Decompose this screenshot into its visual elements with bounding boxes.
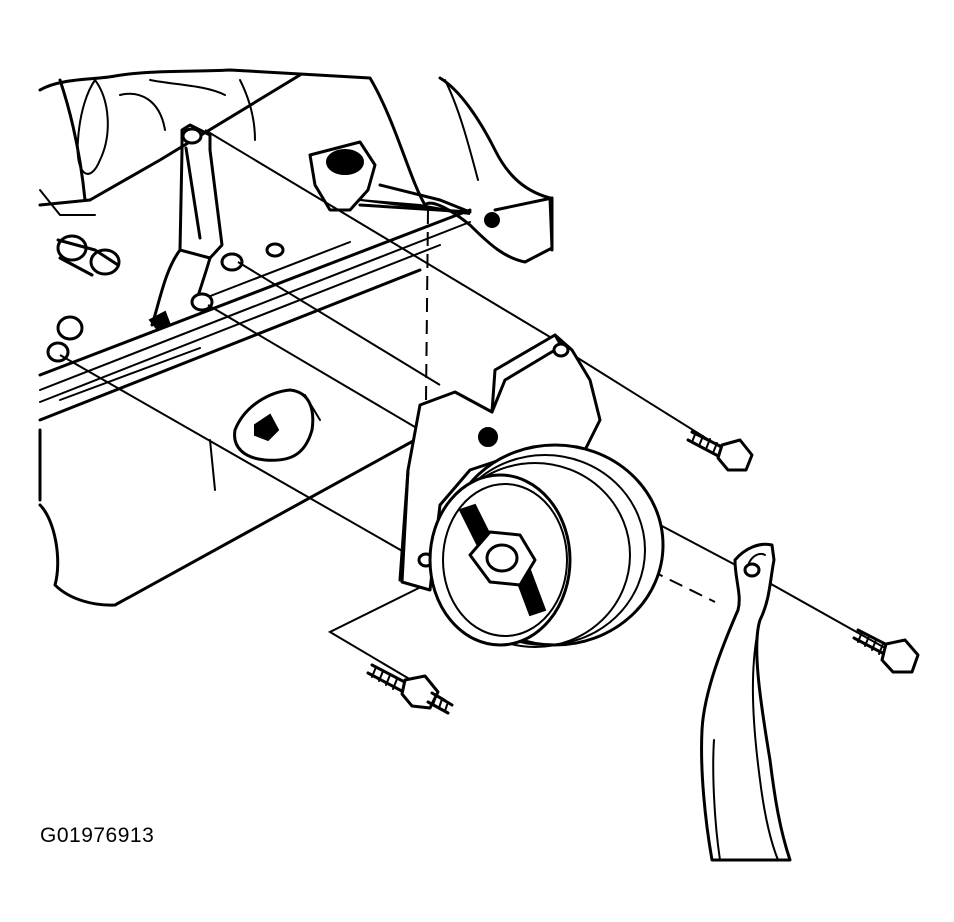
idler-pulley (428, 443, 665, 648)
boss-left-lower (46, 315, 84, 363)
lower-block (38, 388, 417, 607)
pulley-bracket (398, 333, 602, 592)
engine-block (38, 68, 554, 607)
bolt-lower-right (852, 628, 920, 674)
mounting-ear (423, 76, 554, 264)
leader-lines (59, 129, 911, 701)
boss-left-upper (56, 234, 121, 277)
bolt-upper-right (686, 430, 754, 472)
tensioner-arm (700, 542, 792, 862)
mounting-strut (148, 123, 285, 332)
figure-id-label: G01976913 (40, 824, 155, 847)
stud-bolt-lower (366, 663, 454, 715)
stud-boss (308, 140, 472, 215)
centerline (425, 209, 429, 401)
oil-rail (38, 208, 472, 422)
pulley-nut (468, 530, 537, 587)
